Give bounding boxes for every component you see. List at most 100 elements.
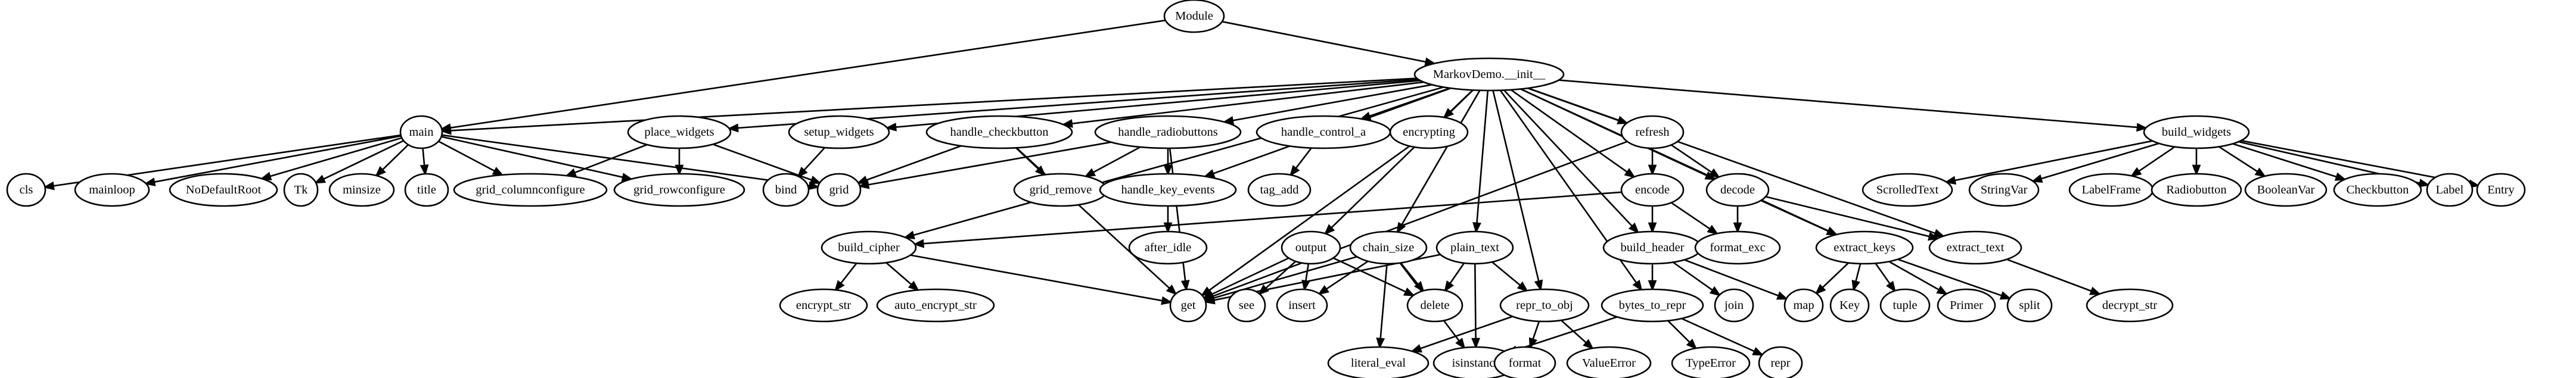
- node-ellipse: [2244, 173, 2328, 207]
- node-ellipse: [779, 288, 868, 323]
- arrowhead: [908, 280, 919, 292]
- arrowhead: [1317, 285, 1329, 295]
- edge-markov_init-to-plain_text: [1472, 90, 1489, 234]
- edge-line: [1558, 79, 2138, 129]
- node-label: tuple: [1893, 299, 1918, 312]
- node-ellipse: [1815, 230, 1914, 265]
- edge-line: [2232, 143, 2337, 178]
- edge-line: [1954, 140, 2153, 182]
- node-label: bind: [775, 183, 797, 196]
- edge-module-to-main: [439, 19, 1166, 132]
- edge-line: [2218, 146, 2258, 173]
- arrowhead: [1163, 164, 1173, 176]
- edge-build_cipher-to-get: [910, 254, 1173, 305]
- edge-line: [2241, 139, 2470, 185]
- node-insert: insert: [1276, 288, 1328, 323]
- arrowhead: [2031, 174, 2043, 183]
- node-label: place_widgets: [644, 126, 714, 139]
- node-label: MarkovDemo.__init__: [1433, 68, 1546, 81]
- edge-line: [1213, 255, 1357, 299]
- edge-build_widgets-to-LabelFrame: [2130, 146, 2176, 177]
- edge-line: [1092, 146, 1141, 173]
- node-ellipse: [925, 115, 1073, 149]
- node-checkbutton: Checkbutton: [2333, 173, 2422, 207]
- arrowhead: [1752, 347, 1764, 356]
- edge-extract_keys-to-tuple: [1875, 263, 1896, 293]
- arrowhead: [857, 180, 870, 189]
- arrowhead: [1709, 286, 1722, 296]
- arrowhead: [2130, 167, 2142, 177]
- edge-markov_init-to-output: [1323, 89, 1474, 235]
- node-delete: delete: [1406, 288, 1463, 323]
- node-encrypt-str: encrypt_str: [779, 288, 868, 323]
- edge-line: [450, 77, 1417, 132]
- node-ellipse: [1928, 230, 2022, 265]
- node-label: plain_text: [1450, 241, 1499, 254]
- node-typeerror: TypeError: [1671, 346, 1751, 378]
- node-auto-encrypt-str: auto_encrypt_str: [876, 288, 995, 323]
- edge-build_widgets-to-ScrolledText: [1944, 140, 2153, 185]
- edge-line: [1491, 261, 1521, 286]
- edge-line: [574, 143, 648, 174]
- node-label: mainloop: [89, 183, 135, 196]
- node-decrypt-str: decrypt_str: [2086, 288, 2174, 323]
- node-handle-radiobuttons: handle_radiobuttons: [1094, 115, 1242, 149]
- node-ellipse: [1099, 173, 1237, 207]
- edge-module-to-markov_init: [1222, 21, 1437, 67]
- arrowhead: [1471, 338, 1481, 349]
- edge-build_cipher-to-auto_encrypt_str: [885, 262, 919, 292]
- node-grid: grid: [816, 173, 862, 207]
- arrowhead: [834, 280, 845, 292]
- edge-line: [1295, 147, 1312, 169]
- edge-line: [442, 134, 810, 187]
- edge-build_header-to-join: [1672, 261, 1722, 296]
- node-label: encrypt_str: [796, 299, 851, 312]
- arrowhead: [2089, 286, 2102, 295]
- node-bind: bind: [762, 173, 810, 207]
- edge-line: [269, 137, 402, 177]
- arrowhead: [808, 181, 821, 190]
- edge-line: [1875, 263, 1891, 285]
- node-ellipse: [169, 173, 278, 207]
- node-label: Radiobutton: [2166, 183, 2226, 196]
- node-refresh: refresh: [1620, 115, 1685, 149]
- edge-line: [1532, 321, 1540, 340]
- arrowhead: [1323, 224, 1335, 235]
- arrowhead: [1289, 165, 1300, 177]
- node-ellipse: [1128, 230, 1208, 265]
- node-label: LabelFrame: [2081, 183, 2140, 196]
- node-ellipse: [1694, 230, 1781, 265]
- node-label: title: [417, 183, 436, 196]
- edge-handle_radiobuttons-to-handle_key_events: [1163, 148, 1173, 176]
- node-valueerror: ValueError: [1566, 346, 1652, 378]
- node-ellipse: [2006, 288, 2053, 323]
- arrowhead: [1583, 339, 1595, 350]
- node-ellipse: [1671, 346, 1751, 378]
- node-ellipse: [1247, 173, 1312, 207]
- node-ellipse: [1566, 346, 1652, 378]
- node-ellipse: [6, 173, 46, 207]
- edge-line: [1515, 316, 1618, 351]
- node-labelframe: LabelFrame: [2068, 173, 2154, 207]
- edge-line: [1476, 90, 1489, 224]
- edge-main-to-mainloop: [144, 135, 402, 186]
- arrowhead: [1999, 291, 2012, 300]
- node-label: insert: [1288, 299, 1316, 312]
- arrowhead: [1632, 279, 1643, 292]
- node-label: split: [2019, 299, 2040, 312]
- edge-place_widgets-to-grid: [712, 143, 822, 185]
- arrowhead: [1933, 229, 1946, 238]
- node-ellipse: [2333, 173, 2422, 207]
- edge-line: [803, 147, 826, 171]
- node-label: grid_remove: [1030, 183, 1092, 196]
- node-label: decode: [1720, 183, 1755, 196]
- edge-main-to-title: [420, 148, 429, 176]
- edge-line: [1265, 261, 1297, 289]
- arrowhead: [1084, 168, 1096, 177]
- arrowhead: [1928, 232, 1940, 241]
- arrowhead: [1403, 288, 1416, 296]
- node-label: setup_widgets: [804, 126, 874, 139]
- node-decode: decode: [1705, 173, 1770, 207]
